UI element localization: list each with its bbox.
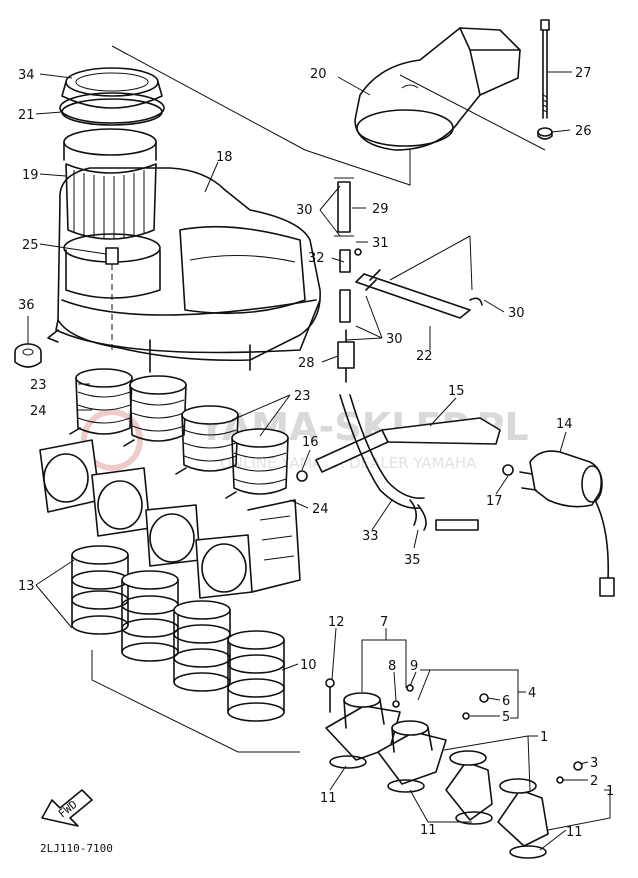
callout-12: 12	[328, 615, 345, 630]
callout-labels: 34 21 19 18 25 36 20 27 26 30 29 31 32 3…	[18, 66, 614, 840]
drawing-code: 2LJ110-7100	[40, 842, 113, 855]
callout-3: 3	[590, 756, 598, 771]
bolt-27	[540, 19, 550, 119]
callout-30-right: 30	[508, 306, 525, 321]
callout-25: 25	[22, 238, 39, 253]
callout-2: 2	[590, 774, 598, 789]
callout-11-right: 11	[566, 825, 583, 840]
leader-lines	[27, 71, 610, 851]
callout-7: 7	[380, 615, 388, 630]
intake-boots	[69, 368, 289, 499]
breather-hoses	[334, 177, 483, 383]
intake-manifolds	[325, 692, 549, 859]
assembly-lines	[91, 45, 611, 831]
callout-24-right: 24	[312, 502, 329, 517]
callout-34: 34	[18, 68, 35, 83]
callout-13: 13	[18, 579, 35, 594]
grommet-36	[14, 343, 42, 368]
callout-23-left: 23	[30, 378, 47, 393]
callout-11-left: 11	[320, 791, 337, 806]
callout-33: 33	[362, 529, 379, 544]
callout-20: 20	[310, 67, 327, 82]
callout-1-lower: 1	[606, 784, 614, 799]
callout-32: 32	[308, 251, 325, 266]
callout-22: 22	[416, 349, 433, 364]
washer-26	[537, 127, 553, 140]
manifold-screws	[325, 678, 583, 784]
intake-snorkel	[354, 27, 521, 151]
callout-27: 27	[575, 66, 592, 81]
fuel-hoses	[315, 394, 501, 531]
callout-35: 35	[404, 553, 421, 568]
callout-8: 8	[388, 659, 396, 674]
callout-28: 28	[298, 356, 315, 371]
rubber-joint-rings	[71, 545, 285, 722]
air-filter-assembly	[59, 67, 165, 240]
callout-9: 9	[410, 659, 418, 674]
callout-11-mid: 11	[420, 823, 437, 838]
callout-1-upper: 1	[540, 730, 548, 745]
callout-26: 26	[575, 124, 592, 139]
callout-30-top: 30	[296, 203, 313, 218]
callout-5: 5	[502, 710, 510, 725]
callout-23-right: 23	[294, 389, 311, 404]
carburetors	[39, 439, 301, 599]
watermark-subtext: ONLINE YAMAHA DEALER YAMAHA	[220, 454, 477, 472]
callout-24-left: 24	[30, 404, 47, 419]
fuel-pump	[519, 450, 615, 597]
callout-4: 4	[528, 686, 536, 701]
callout-30-mid: 30	[386, 332, 403, 347]
callout-36: 36	[18, 298, 35, 313]
callout-19: 19	[22, 168, 39, 183]
callout-15: 15	[448, 384, 465, 399]
callout-17: 17	[486, 494, 503, 509]
callout-18: 18	[216, 150, 233, 165]
callout-29: 29	[372, 202, 389, 217]
callout-21: 21	[18, 108, 35, 123]
fwd-arrow: FWD	[41, 789, 93, 827]
callout-14: 14	[556, 417, 573, 432]
callout-10: 10	[300, 658, 317, 673]
clips-16-17	[296, 464, 514, 482]
callout-16: 16	[302, 435, 319, 450]
callout-6: 6	[502, 694, 510, 709]
callout-31: 31	[372, 236, 389, 251]
